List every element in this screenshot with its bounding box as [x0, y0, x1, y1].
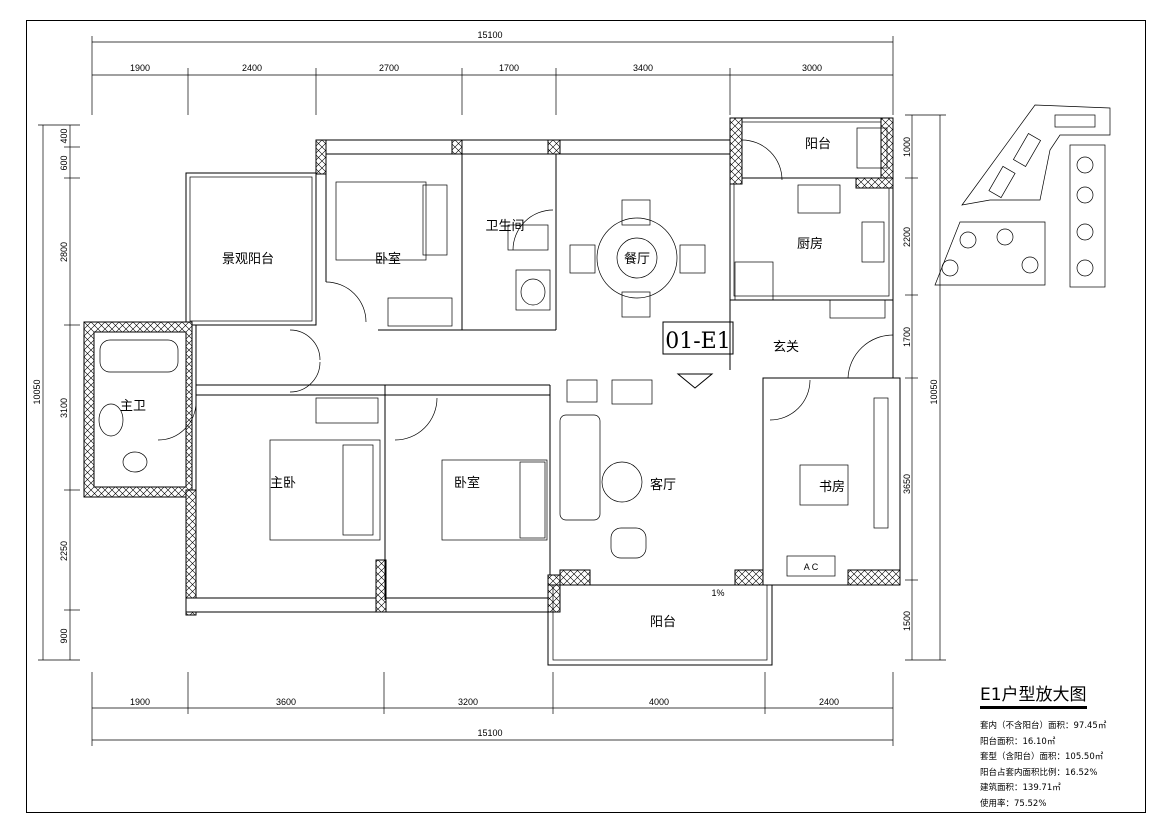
dim-right-total: 10050	[929, 379, 939, 404]
dim-top-total: 15100	[477, 30, 502, 40]
room-labels: 景观阳台 卧室 卫生间 餐厅 阳台 厨房 玄关 主卫 主卧 卧室 客厅 书房 阳…	[120, 137, 845, 630]
dim-left: 2800	[59, 242, 69, 262]
dim-top: 1900	[130, 63, 150, 73]
room-bedroom-bottom: 卧室	[454, 475, 480, 491]
dim-left: 2250	[59, 541, 69, 561]
dim-bottom-total: 15100	[477, 728, 502, 738]
room-landscape-balcony: 景观阳台	[222, 252, 274, 267]
right-dimensions: 1000 2200 1700 3650 1500 10050	[902, 114, 946, 661]
room-study: 书房	[819, 479, 845, 495]
room-foyer: 玄关	[773, 340, 799, 355]
room-living: 客厅	[650, 477, 676, 493]
entry-arrow	[676, 373, 714, 389]
dim-right: 1000	[902, 137, 912, 157]
dim-bottom: 2400	[819, 697, 839, 707]
dim-right: 1700	[902, 327, 912, 347]
info-row: 阳台占套内面积比例：16.52%	[980, 767, 1098, 778]
room-balcony-bottom: 阳台	[650, 615, 676, 630]
info-row: 阳台面积：16.10㎡	[980, 736, 1056, 747]
dim-bottom: 3200	[458, 697, 478, 707]
dim-left: 600	[59, 155, 69, 170]
dim-left: 900	[59, 628, 69, 643]
dim-left: 400	[59, 128, 69, 143]
dim-bottom: 1900	[130, 697, 150, 707]
dim-right: 1500	[902, 611, 912, 631]
dim-bottom: 4000	[649, 697, 669, 707]
dim-right: 2200	[902, 227, 912, 247]
walls	[83, 117, 901, 666]
dim-top: 3000	[802, 63, 822, 73]
info-row: 建筑面积：139.71㎡	[980, 783, 1061, 793]
dim-top: 2700	[379, 63, 399, 73]
top-dimensions: 15100 1900 2400 2700 1700 3400 3000	[91, 30, 894, 115]
info-row: 套内（不含阳台）面积：97.45㎡	[980, 721, 1107, 731]
dim-left: 3100	[59, 398, 69, 418]
room-dining: 餐厅	[624, 251, 650, 267]
plan-code-box	[662, 321, 734, 355]
furniture	[98, 127, 889, 577]
left-dimensions: 10050 400 600 2800 3100 2250 900	[32, 124, 80, 661]
dim-right: 3650	[902, 474, 912, 494]
room-kitchen: 厨房	[797, 236, 823, 252]
dim-top: 2400	[242, 63, 262, 73]
room-kitchen-balcony: 阳台	[805, 137, 831, 152]
room-bedroom-top: 卧室	[375, 251, 401, 267]
unit-info-panel: E1户型放大图 套内（不含阳台）面积：97.45㎡ 阳台面积：16.10㎡ 套型…	[980, 680, 1140, 812]
room-master-bedroom: 主卧	[270, 476, 296, 491]
room-bathroom: 卫生间	[485, 219, 524, 234]
ac-label: A C	[804, 562, 819, 572]
dim-left-total: 10050	[32, 379, 42, 404]
bottom-dimensions: 1900 3600 3200 4000 2400 15100	[91, 672, 894, 746]
dim-bottom: 3600	[276, 697, 296, 707]
info-row: 套型（含阳台）面积：105.50㎡	[980, 752, 1104, 762]
key-plan	[934, 104, 1111, 288]
dim-top: 3400	[633, 63, 653, 73]
drawing-frame	[26, 20, 1146, 813]
slope-label: 1%	[711, 588, 724, 598]
plan-code: 01-E1	[665, 329, 730, 354]
info-row: 使用率：75.52%	[980, 798, 1047, 809]
room-master-bath: 主卫	[120, 399, 146, 414]
dim-top: 1700	[499, 63, 519, 73]
unit-title: E1户型放大图	[980, 680, 1087, 709]
